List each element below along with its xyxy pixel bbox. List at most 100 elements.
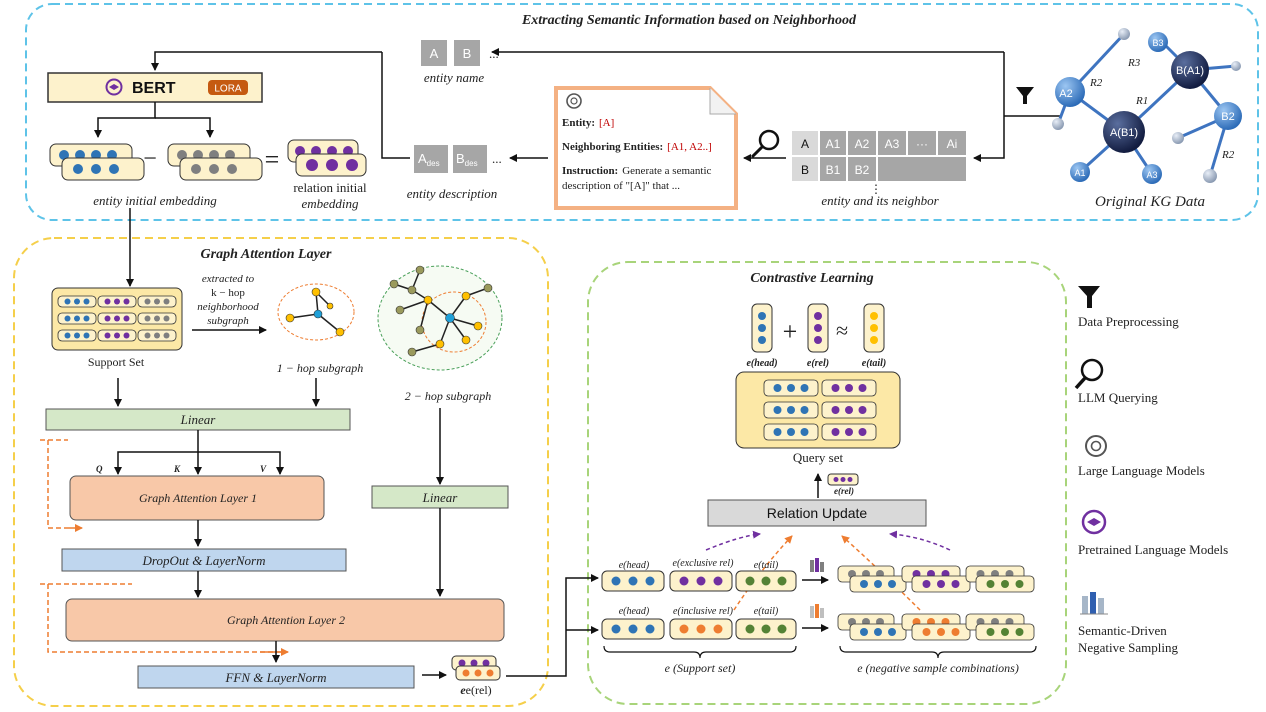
- two-hop-label: 2 − hop subgraph: [405, 389, 491, 403]
- negative-combinations-2: [837, 613, 1035, 641]
- vector-head: [751, 303, 773, 353]
- svg-text:···: ···: [916, 137, 928, 151]
- svg-text:A2: A2: [855, 137, 870, 151]
- openai-knot-icon: [566, 93, 582, 109]
- svg-text:neighborhood: neighborhood: [197, 301, 259, 313]
- equals-sign: =: [265, 145, 280, 174]
- gal1-box: [69, 475, 325, 521]
- svg-text:FFN & LayerNorm: FFN & LayerNorm: [224, 670, 326, 685]
- svg-text:A: A: [801, 137, 809, 151]
- negative-combinations-1: [837, 565, 1035, 593]
- svg-text:e(exclusive rel): e(exclusive rel): [673, 558, 735, 569]
- svg-text:≈: ≈: [836, 318, 848, 343]
- two-hop-subgraph: [377, 265, 503, 371]
- entity-name-label: entity name: [424, 70, 485, 85]
- svg-text:Entity:[A]: Entity:[A]: [562, 117, 614, 129]
- dropout-box: [61, 548, 347, 572]
- legend-plm-layers-icon: [1081, 509, 1107, 535]
- svg-text:A1: A1: [1074, 168, 1085, 178]
- legend: Data Preprocessing LLM Querying Large La…: [1074, 286, 1228, 655]
- lora-label: LORA: [214, 84, 242, 95]
- svg-text:e(rel): e(rel): [834, 486, 854, 496]
- svg-text:e(tail): e(tail): [754, 606, 779, 617]
- negative-label: e (negative sample combinations): [857, 661, 1019, 675]
- svg-text:B(A1): B(A1): [1176, 65, 1204, 77]
- relation-update-box: [707, 499, 927, 527]
- one-hop-subgraph: [277, 283, 355, 341]
- llm-prompt-card: Entity:[A] Neighboring Entities:[A1, A2.…: [554, 86, 738, 210]
- svg-text:Graph Attention Layer 2: Graph Attention Layer 2: [227, 613, 345, 627]
- svg-text:e(head): e(head): [746, 358, 777, 369]
- svg-text:A: A: [430, 46, 439, 61]
- svg-text:R1: R1: [1135, 95, 1148, 107]
- svg-text:Ades: Ades: [418, 151, 440, 168]
- svg-text:Bdes: Bdes: [456, 151, 478, 168]
- svg-text:Neighboring Entities:[A1, A2..: Neighboring Entities:[A1, A2..]: [562, 141, 712, 153]
- legend-label-1: LLM Querying: [1078, 390, 1158, 405]
- svg-text:extracted to: extracted to: [202, 273, 255, 285]
- svg-text:R3: R3: [1127, 57, 1141, 69]
- erel-output: [451, 655, 501, 681]
- svg-text:e(rel): e(rel): [807, 358, 829, 369]
- bert-box: BERT LORA: [47, 72, 263, 103]
- svg-text:B3: B3: [1152, 38, 1163, 48]
- support-set: [51, 287, 183, 351]
- svg-text:Relation Update: Relation Update: [767, 505, 868, 521]
- svg-text:A3: A3: [1146, 170, 1157, 180]
- kg-label: Original KG Data: [1095, 194, 1205, 210]
- one-hop-label: 1 − hop subgraph: [277, 361, 363, 375]
- svg-text:A2: A2: [1059, 88, 1072, 100]
- svg-text:⋮: ⋮: [870, 182, 882, 196]
- svg-text:Linear: Linear: [180, 412, 217, 427]
- legend-label-4: Semantic-Driven: [1078, 623, 1167, 638]
- legend-label-4b: Negative Sampling: [1078, 640, 1179, 655]
- kg-graph: A2 B(A1) A(B1) B2 A1 A3 B3 R2 R3 R1 R2: [1052, 28, 1242, 184]
- legend-label-3: Pretrained Language Models: [1078, 542, 1228, 557]
- svg-text:B: B: [463, 46, 472, 61]
- top-panel-title: Extracting Semantic Information based on…: [521, 13, 857, 28]
- entity-description-label: entity description: [407, 186, 498, 201]
- entity-description-tokens: Ades Bdes ...: [414, 145, 502, 173]
- svg-text:DropOut & LayerNorm: DropOut & LayerNorm: [141, 553, 265, 568]
- top-panel-border: [25, 3, 1259, 221]
- svg-text:Q: Q: [96, 464, 103, 474]
- sampling-icon-small-2: [810, 604, 824, 618]
- cl-panel-border: [587, 261, 1067, 705]
- ffn-box: [137, 665, 415, 689]
- entity-embedding-blue: [49, 143, 145, 181]
- svg-text:e(tail): e(tail): [754, 560, 779, 571]
- svg-text:R2: R2: [1089, 77, 1103, 89]
- query-set-label: Query set: [793, 450, 844, 465]
- minus-sign: −: [143, 146, 157, 172]
- entity-name-tokens: A B ...: [421, 40, 499, 66]
- relation-embedding: [287, 139, 367, 177]
- svg-text:...: ...: [492, 151, 502, 166]
- svg-text:e(tail): e(tail): [862, 358, 886, 369]
- svg-text:k − hop: k − hop: [211, 287, 245, 299]
- svg-text:+: +: [783, 317, 798, 346]
- legend-label-0: Data Preprocessing: [1078, 314, 1179, 329]
- svg-text:R2: R2: [1221, 149, 1235, 161]
- funnel-icon: [1016, 87, 1034, 104]
- magnifier-icon: [750, 129, 780, 159]
- svg-text:B2: B2: [1221, 111, 1234, 123]
- legend-label-2: Large Language Models: [1078, 463, 1205, 478]
- gal2-box: [65, 598, 505, 642]
- svg-text:description of "[A]" that ...: description of "[A]" that ...: [562, 180, 680, 192]
- svg-text:V: V: [260, 464, 267, 474]
- svg-text:e(inclusive rel): e(inclusive rel): [673, 606, 734, 617]
- svg-text:Graph Attention Layer 1: Graph Attention Layer 1: [139, 491, 257, 505]
- svg-text:B2: B2: [855, 163, 870, 177]
- legend-openai-knot-icon: [1085, 435, 1107, 457]
- neighbor-table: A A1 A2 A3 ··· Ai B B1 B2 ⋮: [792, 131, 966, 196]
- bert-label: BERT: [132, 80, 176, 97]
- gat-panel-title: Graph Attention Layer: [201, 247, 332, 262]
- gat-panel-border: [13, 237, 549, 707]
- svg-text:A1: A1: [826, 137, 841, 151]
- svg-text:e(head): e(head): [619, 560, 650, 571]
- query-set: [735, 371, 901, 449]
- svg-text:B1: B1: [826, 163, 841, 177]
- legend-funnel-icon: [1078, 286, 1100, 308]
- svg-text:Linear: Linear: [422, 490, 459, 505]
